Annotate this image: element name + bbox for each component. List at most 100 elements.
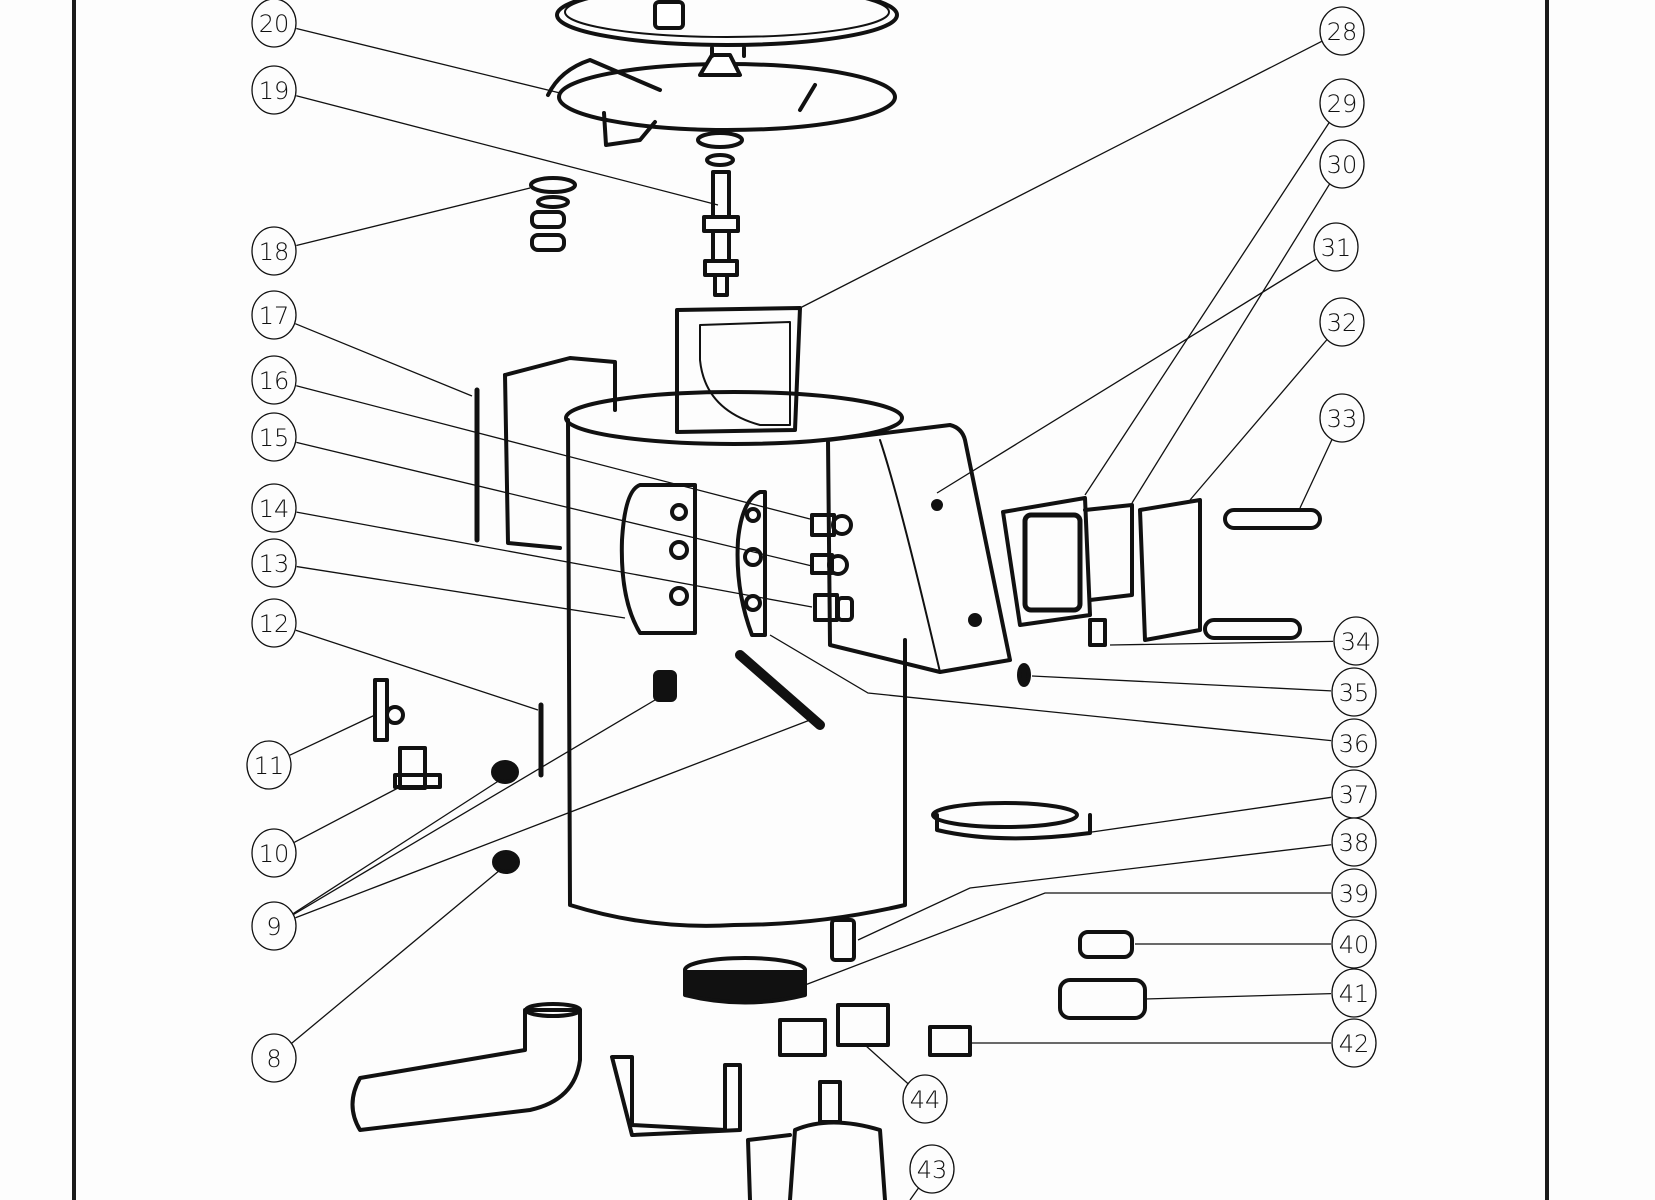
callout-43: 43: [909, 1144, 955, 1194]
callout-number: 11: [254, 752, 285, 780]
door-seal-panel: [619, 483, 697, 635]
leader-line: [1189, 339, 1328, 501]
callout-circle: [246, 740, 292, 790]
drain-fitting: [830, 918, 856, 962]
callout-circle: [1319, 6, 1365, 56]
callout-number: 13: [259, 550, 290, 578]
callout-number: 37: [1339, 781, 1370, 809]
callout-9: 9: [251, 901, 297, 951]
relay: [928, 1025, 972, 1057]
callout-circle: [251, 226, 297, 276]
motor-bracket: [610, 1055, 742, 1137]
callout-number: 34: [1341, 628, 1372, 656]
leader-line: [804, 892, 1331, 986]
callout-circle: [251, 412, 297, 462]
door-gasket: [1083, 503, 1134, 602]
leader-line: [296, 27, 561, 94]
pulley: [683, 956, 807, 1005]
callout-number: 30: [1327, 151, 1358, 179]
leader-line: [296, 441, 813, 567]
callout-10: 10: [251, 828, 297, 878]
callout-circle: [909, 1144, 955, 1194]
callout-circle: [1331, 667, 1377, 717]
callout-number: 43: [917, 1156, 948, 1184]
callout-circle: [1331, 919, 1377, 969]
callout-number: 14: [259, 495, 290, 523]
control-housing: [826, 423, 1012, 674]
callout-circle: [1319, 297, 1365, 347]
callout-number: 35: [1339, 679, 1370, 707]
leader-line: [1109, 640, 1334, 646]
leader-line: [295, 629, 539, 711]
callout-circle: [1319, 393, 1365, 443]
callout-circle: [1331, 868, 1377, 918]
callout-20: 20: [251, 0, 297, 48]
leader-line: [289, 714, 376, 756]
capacitor-small: [1078, 930, 1134, 959]
callout-42: 42: [1331, 1018, 1377, 1068]
leader-line: [1131, 183, 1331, 504]
callout-number: 39: [1339, 880, 1370, 908]
callout-number: 42: [1339, 1030, 1370, 1058]
callout-39: 39: [1331, 868, 1377, 918]
leader-line: [292, 779, 501, 915]
bearing-stack: [529, 176, 577, 252]
callout-circle: [251, 901, 297, 951]
hopper-chute: [675, 306, 802, 434]
callout-circle: [251, 0, 297, 48]
callout-circle: [1319, 78, 1365, 128]
callout-circle: [251, 598, 297, 648]
door-frame: [1001, 496, 1092, 627]
callout-18: 18: [251, 226, 297, 276]
callout-number: 16: [259, 367, 290, 395]
callout-number: 41: [1339, 980, 1370, 1008]
blade-disc: [546, 46, 897, 147]
callout-number: 19: [259, 77, 290, 105]
shaft-assembly: [696, 131, 744, 297]
leader-line: [296, 187, 531, 247]
callout-32: 32: [1319, 297, 1365, 347]
callout-circle: [251, 538, 297, 588]
leader-line: [296, 565, 626, 619]
callout-circle: [251, 290, 297, 340]
callout-number: 9: [266, 913, 281, 941]
callout-13: 13: [251, 538, 297, 588]
callout-number: 10: [259, 840, 290, 868]
drive-belt: [931, 801, 1092, 841]
leader-line: [296, 95, 719, 206]
leader-line: [1084, 121, 1330, 496]
callout-14: 14: [251, 483, 297, 533]
callout-34: 34: [1333, 616, 1379, 666]
callout-circle: [1333, 616, 1379, 666]
callout-30: 30: [1319, 139, 1365, 189]
callout-number: 17: [259, 302, 290, 330]
callout-41: 41: [1331, 968, 1377, 1018]
leader-line: [857, 844, 1332, 941]
callout-8: 8: [251, 1033, 297, 1083]
callout-number: 8: [266, 1045, 281, 1073]
drain-rod: [735, 650, 825, 730]
callout-circle: [1331, 718, 1377, 768]
callout-29: 29: [1319, 78, 1365, 128]
callout-circle: [1319, 139, 1365, 189]
callout-circle: [1331, 1018, 1377, 1068]
washer: [1017, 663, 1031, 687]
callout-bubbles: 2019181716151413121110982829303132333435…: [246, 0, 1379, 1194]
stud: [1088, 618, 1107, 647]
callout-35: 35: [1331, 667, 1377, 717]
leader-lines: [289, 27, 1334, 1200]
callout-circle: [251, 483, 297, 533]
small-fittings: [373, 670, 677, 874]
leader-line: [1144, 993, 1332, 1000]
callout-16: 16: [251, 355, 297, 405]
leader-line: [296, 511, 813, 608]
door-plate: [735, 490, 767, 637]
callout-circle: [251, 355, 297, 405]
callout-12: 12: [251, 598, 297, 648]
callout-38: 38: [1331, 817, 1377, 867]
callout-11: 11: [246, 740, 292, 790]
callout-circle: [902, 1074, 948, 1124]
callout-number: 40: [1339, 931, 1370, 959]
callout-17: 17: [251, 290, 297, 340]
